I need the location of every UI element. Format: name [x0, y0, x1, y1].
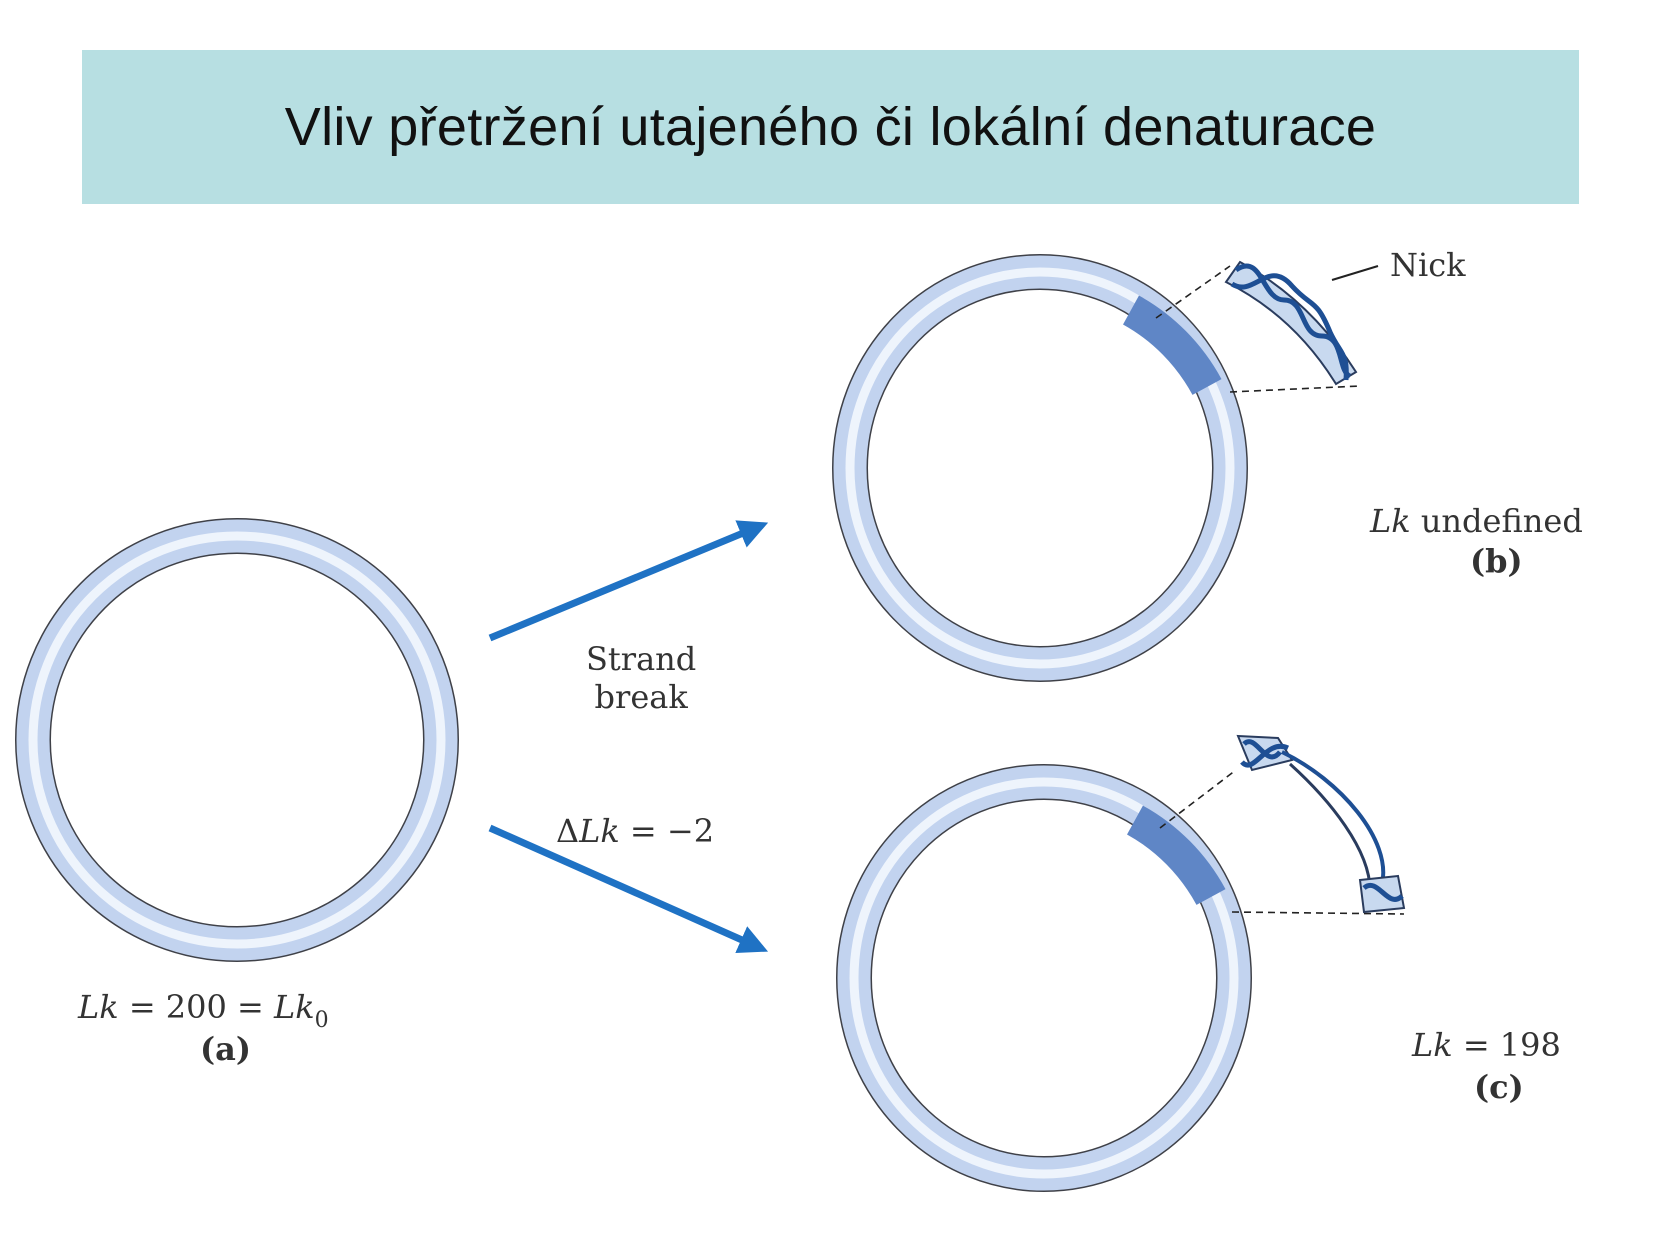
- lk0-symbol: Lk: [274, 988, 315, 1026]
- nick-callout-label: Nick: [1390, 246, 1466, 284]
- nick-helix-inset: [1155, 260, 1379, 393]
- strand-label-line1: Strand: [586, 640, 697, 678]
- panel-label-b: (b): [1470, 542, 1523, 580]
- strand-label-line2: break: [594, 678, 688, 716]
- lk-status-b: Lk undefined: [1370, 502, 1583, 540]
- denatured-helix-inset: [1159, 734, 1406, 915]
- lk-equation-a: Lk = 200 = Lk0: [78, 988, 329, 1033]
- arrow-to-b: [488, 520, 769, 642]
- strand-break-label: Strand break: [586, 640, 696, 716]
- delta-lk-value: = −2: [619, 812, 715, 850]
- lk0-subscript: 0: [314, 1008, 329, 1033]
- arrow-to-c: [488, 824, 769, 954]
- lk-equation-text: = 200 =: [118, 988, 275, 1026]
- denatured-segment: [1126, 805, 1226, 906]
- circle-b-nicked-dna: [832, 254, 1248, 682]
- panel-label-c: (c): [1474, 1068, 1524, 1106]
- delta-lk-label: ΔLk = −2: [556, 812, 714, 850]
- lk-symbol-c: Lk: [1412, 1026, 1453, 1064]
- nick-segment: [1122, 295, 1222, 396]
- lk-status-text: undefined: [1410, 502, 1583, 540]
- circle-c-denatured-dna: [836, 764, 1252, 1192]
- title-bar: Vliv přetržení utajeného či lokální dena…: [82, 50, 1579, 204]
- circle-a-relaxed-dna: [15, 518, 459, 962]
- lk-symbol-b: Lk: [1370, 502, 1411, 540]
- panel-label-a: (a): [200, 1030, 252, 1068]
- delta-symbol: Δ: [556, 812, 580, 850]
- lk-value-c: Lk = 198: [1412, 1026, 1561, 1064]
- delta-lk-symbol: Lk: [579, 812, 620, 850]
- lk-symbol: Lk: [78, 988, 119, 1026]
- slide-title: Vliv přetržení utajeného či lokální dena…: [284, 97, 1377, 157]
- nick-callout-line: [1331, 265, 1379, 281]
- lk-value-text: = 198: [1452, 1026, 1561, 1064]
